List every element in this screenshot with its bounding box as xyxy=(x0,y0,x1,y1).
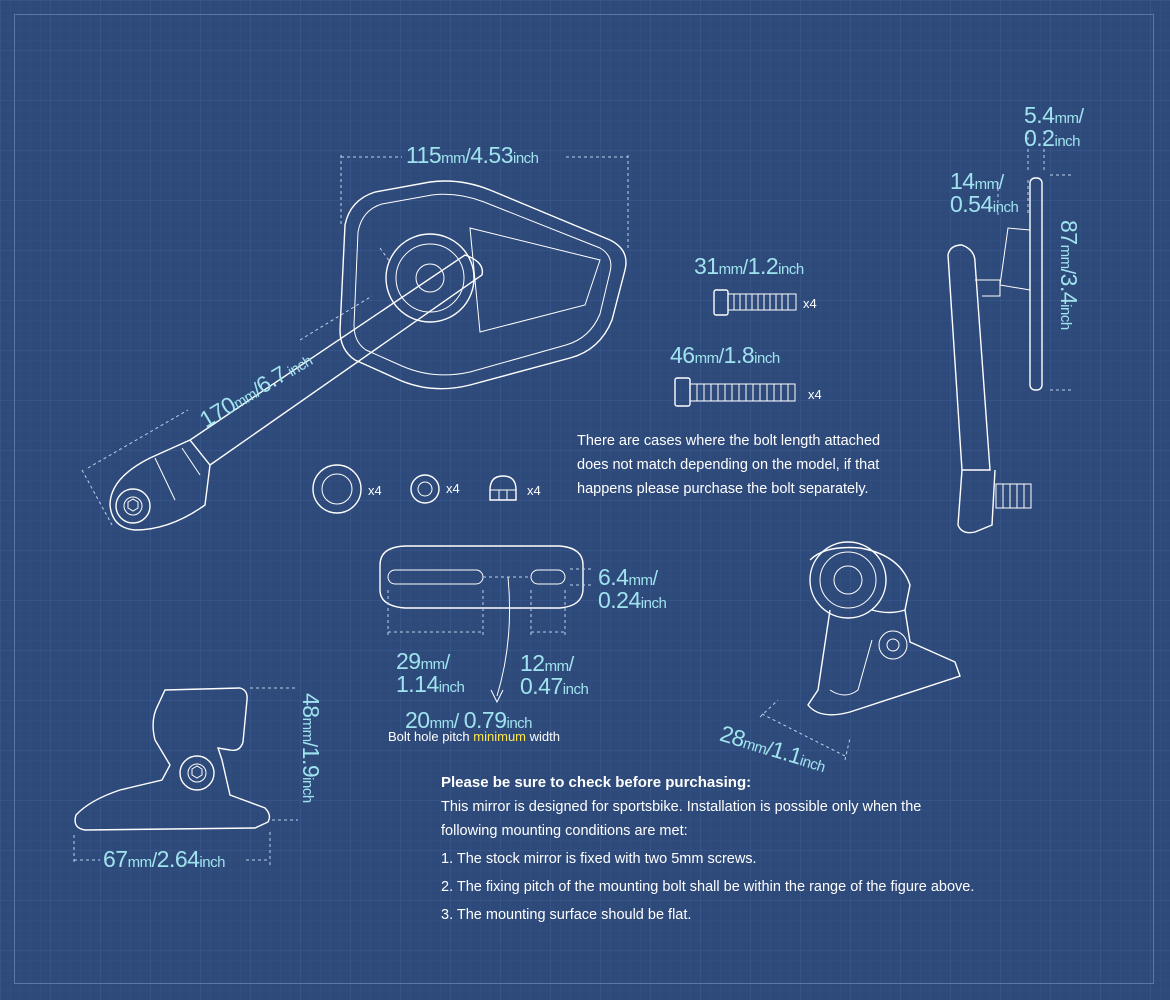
washer-large-drawing xyxy=(312,464,362,514)
mount-side-view xyxy=(74,687,271,831)
dim-pitch-29: 29mm/ 1.14inch xyxy=(396,648,465,697)
condition-item: 2. The fixing pitch of the mounting bolt… xyxy=(441,879,975,895)
bolt-note-line: does not match depending on the model, i… xyxy=(577,457,880,473)
mirror-front-view xyxy=(109,180,627,531)
bolt-note-line: happens please purchase the bolt separat… xyxy=(577,481,869,497)
qty-nut: x4 xyxy=(527,483,541,498)
dim-bolt-31: 31mm/1.2inch xyxy=(694,253,804,279)
purchase-note-heading: Please be sure to check before purchasin… xyxy=(441,774,752,791)
dim-base-67: 67mm/2.64inch xyxy=(103,846,225,872)
nut-drawing xyxy=(489,475,517,501)
dim-depth-14: 14mm/ 0.54inch xyxy=(950,168,1019,217)
dim-height-87: 87mm/3.4inch xyxy=(1056,220,1082,330)
washer-small-drawing xyxy=(410,474,440,504)
dim-thickness-5-4: 5.4mm/ 0.2inch xyxy=(1024,102,1084,151)
bolt-length-note: There are cases where the bolt length at… xyxy=(577,429,880,501)
qty-washer-small: x4 xyxy=(446,481,460,496)
purchase-note: Please be sure to check before purchasin… xyxy=(441,771,974,927)
mount-iso-view xyxy=(807,541,961,716)
dim-mount-48: 48mm/1.9inch xyxy=(298,693,324,803)
dim-pitch-20: 20mm/ 0.79inch xyxy=(405,707,533,733)
dim-width-115: 115mm/4.53inch xyxy=(406,142,539,168)
dim-bolt-46: 46mm/1.8inch xyxy=(670,342,780,368)
pitch-caption: Bolt hole pitch minimum width xyxy=(388,729,560,744)
mounting-plate-top-view xyxy=(379,545,584,609)
dim-pitch-12: 12mm/ 0.47inch xyxy=(520,650,589,699)
mirror-side-view xyxy=(947,177,1043,534)
qty-bolt-short: x4 xyxy=(803,296,817,311)
condition-item: 3. The mounting surface should be flat. xyxy=(441,907,692,923)
bolt-note-line: There are cases where the bolt length at… xyxy=(577,433,881,449)
qty-bolt-long: x4 xyxy=(808,387,822,402)
purchase-note-intro: following mounting conditions are met: xyxy=(441,823,688,839)
dim-slot-6-4: 6.4mm/ 0.24inch xyxy=(598,564,667,613)
bolt-long-drawing xyxy=(674,377,796,407)
page-frame xyxy=(14,14,1154,984)
qty-washer-large: x4 xyxy=(368,483,382,498)
purchase-note-intro: This mirror is designed for sportsbike. … xyxy=(441,799,922,815)
condition-item: 1. The stock mirror is fixed with two 5m… xyxy=(441,851,757,867)
bolt-short-drawing xyxy=(713,289,797,316)
